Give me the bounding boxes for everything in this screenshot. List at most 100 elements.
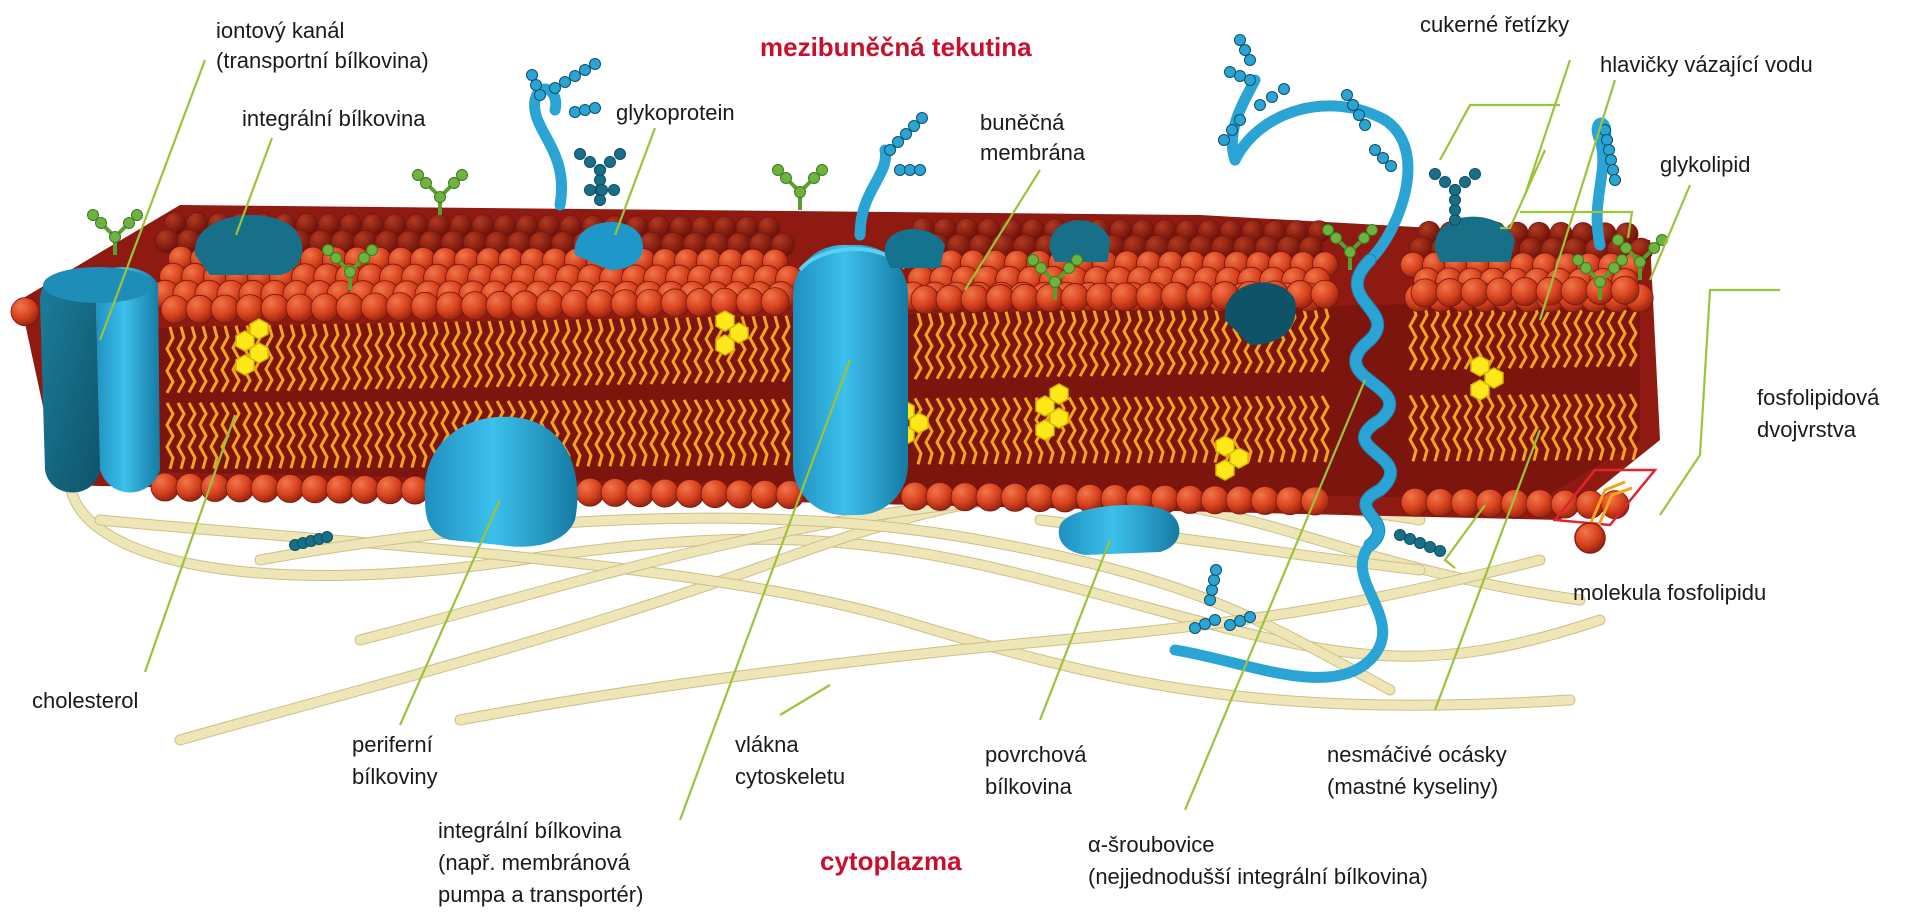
- glycolipid-label: glykolipid: [1660, 152, 1751, 177]
- sugar-bead: [1225, 620, 1236, 631]
- sugar-bead: [322, 532, 333, 543]
- phospholipid-head: [386, 293, 414, 321]
- phospholipid-head: [636, 289, 664, 317]
- glycolipid-bead: [413, 170, 424, 181]
- phospholipid-head: [361, 293, 389, 321]
- sugar-bead: [1450, 185, 1461, 196]
- glycolipid-bead: [132, 210, 143, 221]
- phospholipid-head: [1511, 278, 1539, 306]
- phospholipid-head: [686, 289, 714, 317]
- phospholipid-head: [251, 474, 279, 502]
- sugar-bead: [1219, 135, 1230, 146]
- surface-protein: [1059, 505, 1180, 555]
- sugar-bead: [1235, 616, 1246, 627]
- sugar-bead: [1386, 161, 1397, 172]
- phospholipid-head: [976, 483, 1004, 511]
- glycolipid-bead: [1635, 257, 1646, 268]
- phospholipid-head: [1186, 282, 1214, 310]
- phospholipid-head: [1201, 486, 1229, 514]
- sugar-bead: [1209, 575, 1220, 586]
- glycolipid-bead: [1573, 255, 1584, 266]
- phospholipid-head: [701, 480, 729, 508]
- sugar-bead: [1207, 585, 1218, 596]
- phospholipid-head: [1311, 280, 1339, 308]
- glycolipid-bead: [345, 267, 356, 278]
- sugar-bead: [1608, 165, 1619, 176]
- ion-channel-sublabel: (transportní bílkovina): [216, 48, 429, 73]
- phospholipid-head: [536, 291, 564, 319]
- glycolipid-bead: [1345, 247, 1356, 258]
- phospholipid-head: [1036, 284, 1064, 312]
- phospholipid-head: [461, 292, 489, 320]
- alpha-helix-label: α-šroubovice: [1088, 832, 1214, 857]
- bilayer-label: fosfolipidová: [1757, 385, 1880, 410]
- hydrophobic-tails-label-2: (mastné kyseliny): [1327, 774, 1498, 799]
- sugar-bead: [1435, 546, 1446, 557]
- alpha-helix-label-2: (nejjednodušší integrální bílkovina): [1088, 864, 1428, 889]
- sugar-bead: [1225, 67, 1236, 78]
- sugar-bead: [1342, 90, 1353, 101]
- phospholipid-head: [286, 294, 314, 322]
- phospholipid-head: [1426, 489, 1454, 517]
- sugar-bead: [595, 165, 606, 176]
- phospholipid-head: [226, 474, 254, 502]
- sugar-bead: [917, 113, 928, 124]
- cytoskeleton-label-2: cytoskeletu: [735, 764, 845, 789]
- sugar-bead: [560, 77, 571, 88]
- phospholipid-head: [1461, 278, 1489, 306]
- integral-protein-bottom-label: integrální bílkovina: [438, 818, 622, 843]
- sugar-bead: [1425, 542, 1436, 553]
- sugar-bead: [597, 185, 608, 196]
- phospholipid-head: [511, 291, 539, 319]
- phospholipid-head: [676, 479, 704, 507]
- sugar-bead: [1450, 215, 1461, 226]
- phospholipid-head: [1411, 279, 1439, 307]
- phospholipid-head: [1561, 277, 1589, 305]
- sugar-bead: [1245, 55, 1256, 66]
- phospholipid-head: [611, 290, 639, 318]
- glycoprotein-label: glykoprotein: [616, 100, 735, 125]
- sugar-bead: [1604, 145, 1615, 156]
- phospholipid-head: [161, 296, 189, 324]
- phospholipid-head: [926, 482, 954, 510]
- phospholipid-head: [1451, 489, 1479, 517]
- cholesterol-label: cholesterol: [32, 688, 138, 713]
- phospholipid-head: [651, 479, 679, 507]
- sugar-bead: [531, 80, 542, 91]
- phospholipid-head: [1276, 487, 1304, 515]
- phospholipid-head: [276, 475, 304, 503]
- sugar-bead: [1405, 534, 1416, 545]
- ion-channel: [40, 267, 160, 493]
- integral-protein-bottom-label-2: (např. membránová: [438, 850, 631, 875]
- sugar-bead: [1245, 75, 1256, 86]
- sugar-bead: [1395, 530, 1406, 541]
- sugar-bead: [1235, 71, 1246, 82]
- sugar-bead: [1460, 177, 1471, 188]
- sugar-bead: [585, 185, 596, 196]
- cell-membrane-label-2: membrána: [980, 140, 1086, 165]
- phospholipid-head: [1011, 284, 1039, 312]
- glycolipid-bead: [88, 210, 99, 221]
- sugar-bead: [590, 103, 601, 114]
- glycolipid-bead: [367, 245, 378, 256]
- phospholipid-head: [736, 288, 764, 316]
- glycolipid-bead: [1072, 255, 1083, 266]
- phospholipid-head: [351, 475, 379, 503]
- phospholipid-head: [1136, 283, 1164, 311]
- phospholipid-head: [1161, 282, 1189, 310]
- cytoplasm-label: cytoplazma: [820, 846, 962, 876]
- glycolipid-bead: [1028, 255, 1039, 266]
- phospholipid-head: [626, 479, 654, 507]
- glycolipid-bead: [323, 245, 334, 256]
- phospholipid-head: [576, 478, 604, 506]
- glycolipid-bead: [457, 170, 468, 181]
- phospholipid-head: [951, 483, 979, 511]
- glycolipid-bead: [817, 165, 828, 176]
- phospholipid-head: [901, 482, 929, 510]
- phospholipid-head: [1436, 279, 1464, 307]
- sugar-bead: [535, 90, 546, 101]
- sugar-bead: [590, 59, 601, 70]
- glycolipid-bead: [1595, 277, 1606, 288]
- sugar-bead: [585, 157, 596, 168]
